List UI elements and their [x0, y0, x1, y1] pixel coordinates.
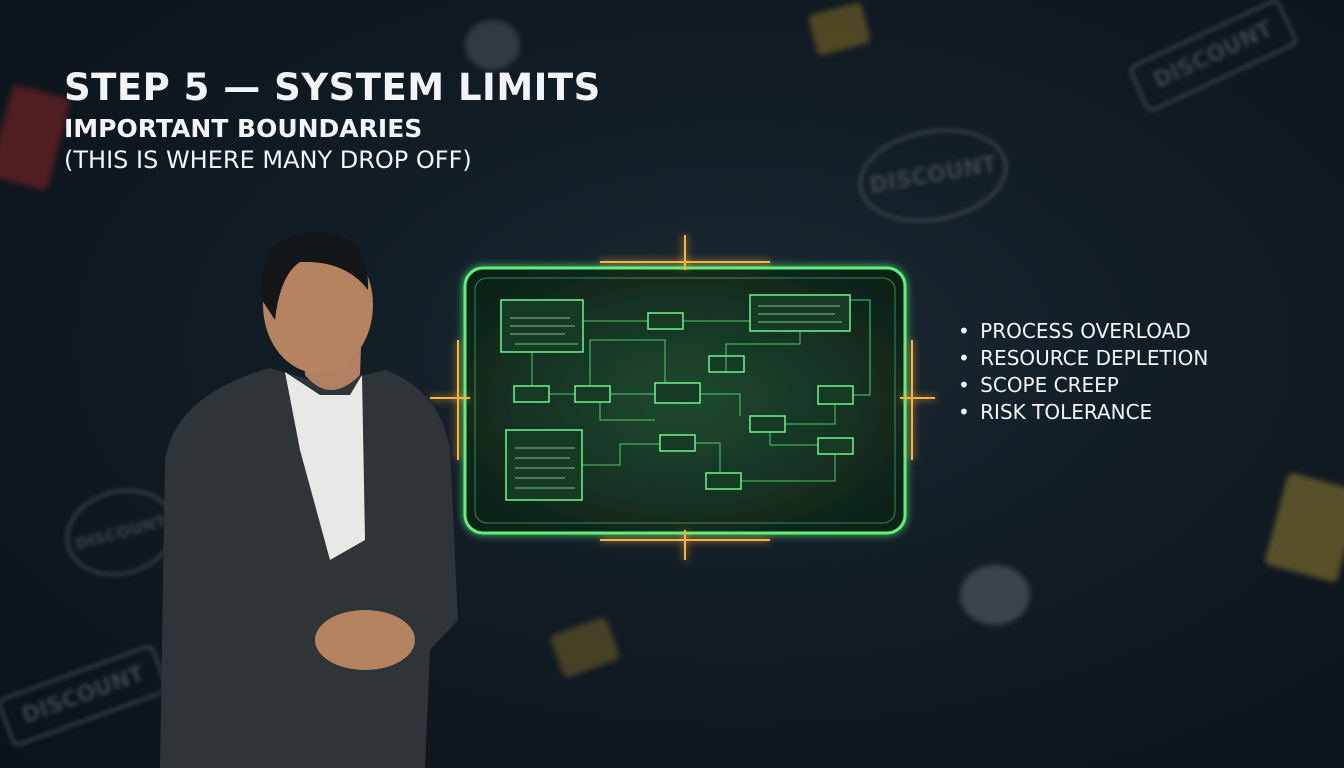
slide-title: STEP 5 — SYSTEM LIMITS: [64, 66, 601, 109]
limits-list: PROCESS OVERLOAD RESOURCE DEPLETION SCOP…: [958, 318, 1208, 426]
list-item: RESOURCE DEPLETION: [958, 345, 1208, 372]
slide-note: (THIS IS WHERE MANY DROP OFF): [64, 146, 472, 174]
speech-bubble-icon: [960, 565, 1030, 625]
speech-bubble-icon: [465, 20, 520, 70]
list-item: RISK TOLERANCE: [958, 399, 1208, 426]
slide-subtitle: IMPORTANT BOUNDARIES: [64, 114, 423, 143]
list-item: PROCESS OVERLOAD: [958, 318, 1208, 345]
list-item: SCOPE CREEP: [958, 372, 1208, 399]
